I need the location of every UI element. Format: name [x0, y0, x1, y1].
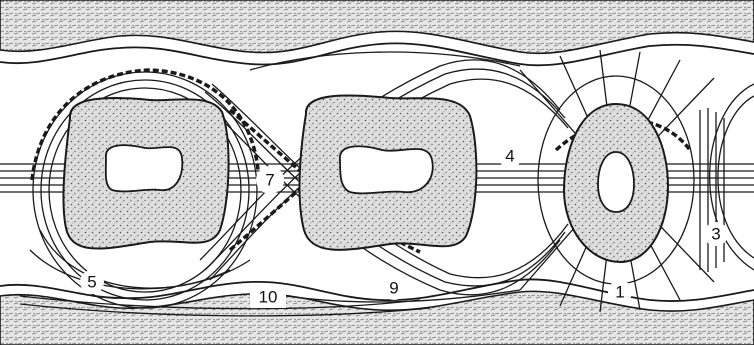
tooth-root-2	[300, 95, 477, 249]
callout-c3: 3	[704, 222, 728, 246]
callout-label-10: 10	[259, 287, 278, 306]
callout-label-1: 1	[615, 282, 624, 301]
callout-label-5: 5	[87, 272, 96, 291]
gingiva-top	[0, 0, 754, 53]
gingiva-top-inner-edge	[0, 43, 754, 65]
tooth-root-3	[564, 104, 668, 262]
callout-c9: 9	[382, 276, 406, 300]
callout-label-7: 7	[265, 170, 274, 189]
callout-c10: 10	[250, 286, 286, 308]
root-canal-1	[106, 145, 183, 191]
callout-c4: 4	[498, 144, 522, 168]
gingiva-bottom-inner-edge	[0, 279, 754, 301]
callout-c7: 7	[256, 166, 284, 194]
root-canal-2	[340, 146, 433, 193]
root-canal-3	[598, 152, 634, 212]
callout-c5: 5	[80, 270, 104, 294]
callout-label-9: 9	[389, 278, 398, 297]
callout-label-4: 4	[505, 146, 514, 165]
tooth-root-1	[63, 98, 228, 249]
callout-label-3: 3	[711, 224, 720, 243]
callout-c1: 1	[608, 280, 632, 304]
